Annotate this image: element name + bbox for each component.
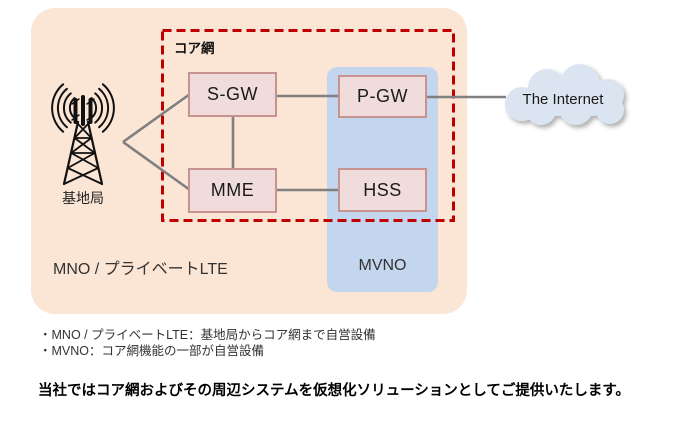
node-pgw: P-GW bbox=[338, 75, 427, 118]
legend-note-mno: ・MNO / プライベートLTE：基地局からコア網まで自営設備 bbox=[39, 328, 376, 342]
mno-region-label: MNO / プライベートLTE bbox=[53, 261, 228, 278]
legend-note-mvno: ・MVNO：コア網機能の一部が自営設備 bbox=[39, 343, 265, 358]
footer-statement: 当社ではコア網およびその周辺システムを仮想化ソリューションとしてご提供いたします… bbox=[38, 383, 630, 399]
legend-notes: ・MNO / プライベートLTE：基地局からコア網まで自営設備 ・MVNO：コア… bbox=[39, 328, 376, 359]
internet-label: The Internet bbox=[522, 91, 604, 108]
node-mme: MME bbox=[188, 168, 277, 213]
node-hss: HSS bbox=[338, 168, 427, 212]
core-network-label: コア網 bbox=[174, 41, 215, 56]
base-station-label: 基地局 bbox=[62, 190, 104, 206]
mvno-region-label: MVNO bbox=[358, 257, 407, 274]
node-sgw: S-GW bbox=[188, 72, 277, 117]
